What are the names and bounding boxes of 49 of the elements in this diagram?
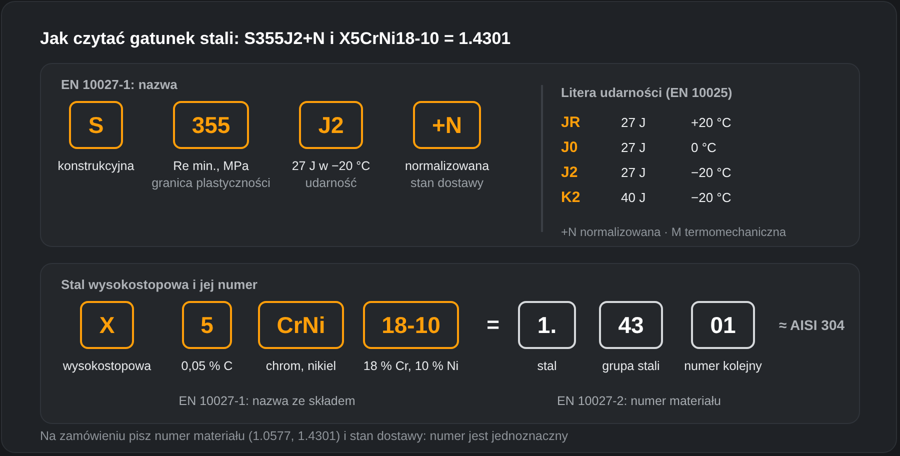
section-heading: Stal wysokostopowa i jej numer — [61, 276, 258, 294]
tile-caption: Re min., MPa — [173, 158, 249, 175]
title: Jak czytać gatunek stali: S355J2+N i X5CrNi18-10 = 1.4301 — [40, 28, 511, 50]
table-heading: Litera udarności (EN 10025) — [561, 84, 732, 102]
tile-caption: konstrukcyjna — [58, 158, 134, 175]
impact-energy: 40 J — [621, 188, 646, 206]
group-caption: EN 10027-2: numer materiału — [557, 393, 721, 410]
tile-caption: grupa stali — [602, 358, 660, 375]
code-tile: X — [80, 301, 134, 349]
grade-letter: J2 — [561, 164, 578, 182]
section-panel — [40, 263, 860, 424]
tile-caption: normalizowana — [404, 158, 490, 175]
group-caption: EN 10027-1: nazwa ze składem — [178, 393, 356, 410]
code-tile: S — [69, 101, 123, 149]
code-tile: 18-10 — [362, 301, 460, 349]
tile-caption: wysokostopowa — [62, 358, 152, 375]
tile-caption: stal — [537, 358, 557, 375]
code-tile: J2 — [299, 101, 363, 149]
tile-subcaption: udarność — [305, 175, 357, 192]
equals-sign: = — [486, 314, 500, 336]
code-tile: 01 — [691, 301, 755, 349]
code-tile: 43 — [599, 301, 663, 349]
tile-caption: chrom, nikiel — [266, 358, 336, 375]
tile-caption: 18 % Cr, 10 % Ni — [363, 358, 459, 375]
tile-caption: 27 J w −20 °C — [292, 158, 370, 175]
test-temperature: +20 °C — [691, 114, 732, 132]
grade-letter: K2 — [561, 188, 580, 206]
test-temperature: −20 °C — [691, 164, 732, 182]
footer-note: Na zamówieniu pisz numer materiału (1.0577, 1.4301) i stan dostawy: numer jest jednoznaczny — [40, 428, 568, 445]
grade-letter: JR — [561, 114, 580, 132]
impact-energy: 27 J — [621, 164, 646, 182]
tile-caption: 0,05 % C — [181, 358, 233, 375]
tile-subcaption: granica plastyczności — [152, 175, 270, 192]
footnote: +N normalizowana · M termomechaniczna — [561, 224, 786, 240]
grade-letter: J0 — [561, 138, 578, 156]
tile-caption: numer kolejny — [684, 358, 762, 375]
code-tile: +N — [412, 101, 482, 149]
test-temperature: 0 °C — [691, 138, 716, 156]
impact-energy: 27 J — [621, 114, 646, 132]
equivalent-note: ≈ AISI 304 — [779, 316, 845, 334]
impact-energy: 27 J — [621, 138, 646, 156]
test-temperature: −20 °C — [691, 188, 732, 206]
code-tile: CrNi — [258, 301, 344, 349]
code-tile: 5 — [182, 301, 232, 349]
code-tile: 1. — [518, 301, 576, 349]
section-heading: EN 10027-1: nazwa — [61, 76, 178, 94]
code-tile: 355 — [172, 101, 250, 149]
tile-subcaption: stan dostawy — [410, 175, 484, 192]
section-panel — [40, 63, 860, 247]
